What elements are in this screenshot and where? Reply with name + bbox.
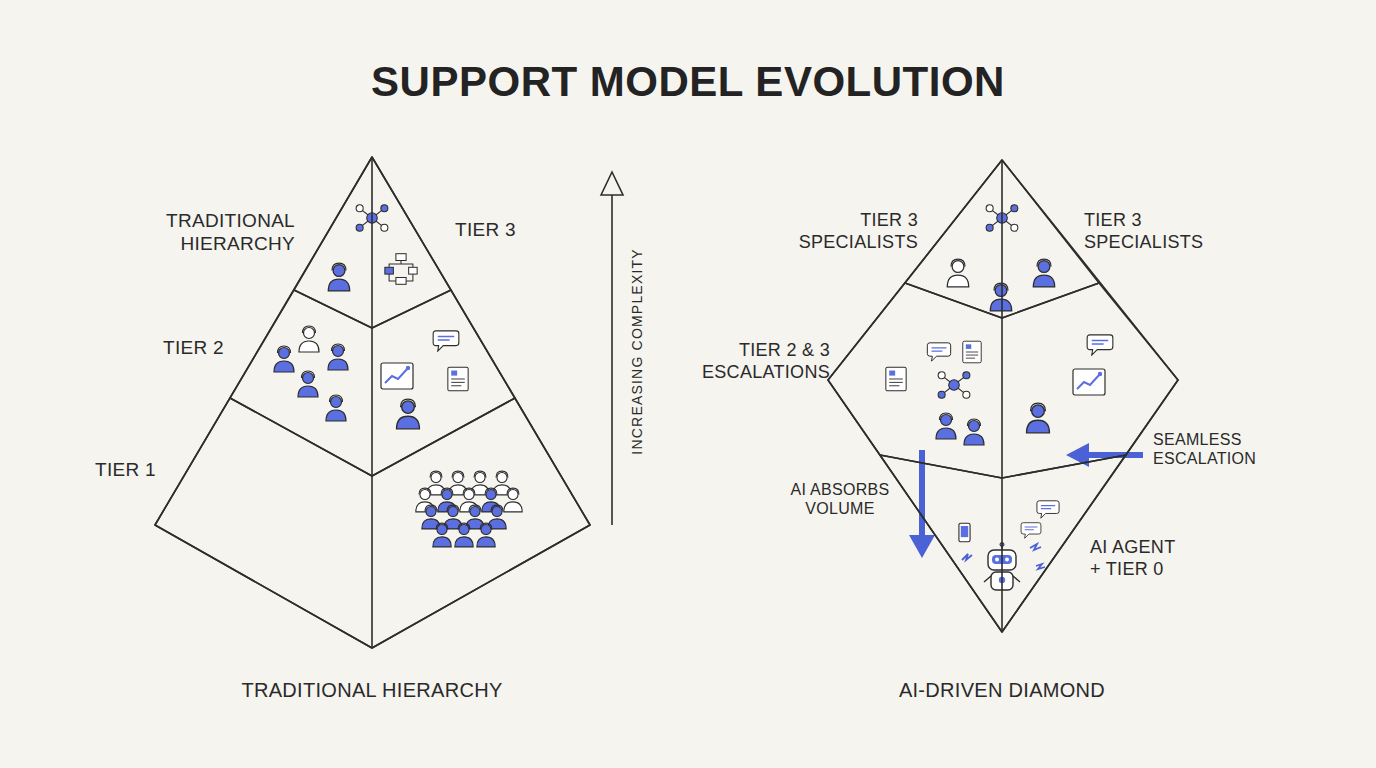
node-label: AI-DRIVEN DIAMOND <box>842 678 1162 702</box>
person-icon <box>274 346 294 372</box>
annotation-label: AI ABSORBS VOLUME <box>780 480 900 518</box>
annotation-label: SEAMLESS ESCALATION <box>1153 430 1278 468</box>
phone-icon <box>959 523 970 542</box>
divider-line <box>1001 160 1003 632</box>
node-label: TIER 1 <box>95 459 185 482</box>
person-icon <box>964 419 984 445</box>
node-outline <box>292 155 453 330</box>
person-icon <box>298 371 318 397</box>
tier-band: TIER 2 & 3 ESCALATIONS <box>828 283 1178 478</box>
outline-shape <box>230 290 515 476</box>
document-icon <box>963 341 981 363</box>
bubble-icon <box>1087 335 1113 355</box>
bubble-icon <box>1037 501 1059 518</box>
person-icon <box>299 326 319 352</box>
person-icon <box>1033 259 1054 287</box>
annotation-label: TRADITIONAL HIERARCHY <box>140 210 295 256</box>
person-icon <box>936 413 956 439</box>
node-outline <box>826 281 1180 480</box>
person-icon <box>947 259 968 287</box>
bubble-icon <box>433 331 459 351</box>
divider-line <box>371 157 373 648</box>
chart-icon <box>381 363 413 389</box>
document-icon <box>886 367 906 391</box>
network-icon <box>938 372 970 398</box>
person-icon <box>328 263 349 291</box>
chart-icon <box>1073 369 1105 395</box>
outline-shape <box>828 283 1178 478</box>
flowchart-icon <box>385 254 417 285</box>
node-label: AI AGENT + TIER 0 <box>1090 537 1190 580</box>
outline-shape <box>880 455 1126 632</box>
axis-label: INCREASING COMPLEXITY <box>629 231 646 471</box>
person-icon <box>328 344 348 370</box>
complexity-arrow-shaft <box>611 190 613 525</box>
diamond: AI-DRIVEN DIAMONDTIER 3 SPECIALISTSTIER … <box>828 160 1178 632</box>
node-outline <box>153 396 592 650</box>
diagram-title: SUPPORT MODEL EVOLUTION <box>0 58 1376 106</box>
document-icon <box>448 367 468 391</box>
person-icon <box>477 523 495 547</box>
node-label: TIER 3 SPECIALISTS <box>778 210 918 253</box>
tier-band: TIER 2 <box>230 290 515 476</box>
tier-band: TIER 1 <box>155 398 590 648</box>
complexity-arrow-head <box>601 172 623 195</box>
absorb-arrow-head <box>909 535 935 558</box>
node-outline <box>903 158 1101 320</box>
node-label: TIER 2 & 3 ESCALATIONS <box>688 340 830 383</box>
person-icon <box>1027 403 1050 433</box>
ai-band: AI AGENT + TIER 0 <box>880 455 1126 632</box>
person-icon <box>504 488 522 512</box>
node-label: TRADITIONAL HIERARCHY <box>212 678 532 702</box>
node-label: TIER 3 <box>455 219 545 242</box>
person-icon <box>455 523 473 547</box>
bubble-icon <box>927 343 950 361</box>
bubble-icon <box>1021 523 1041 539</box>
node-label: TIER 2 <box>163 337 253 360</box>
person-icon <box>326 395 346 421</box>
node-outline <box>228 288 517 478</box>
node-label: TIER 3 SPECIALISTS <box>1084 210 1224 253</box>
person-icon <box>990 283 1011 311</box>
person-icon <box>397 399 420 429</box>
person-icon <box>433 523 451 547</box>
outline-shape <box>155 398 590 648</box>
